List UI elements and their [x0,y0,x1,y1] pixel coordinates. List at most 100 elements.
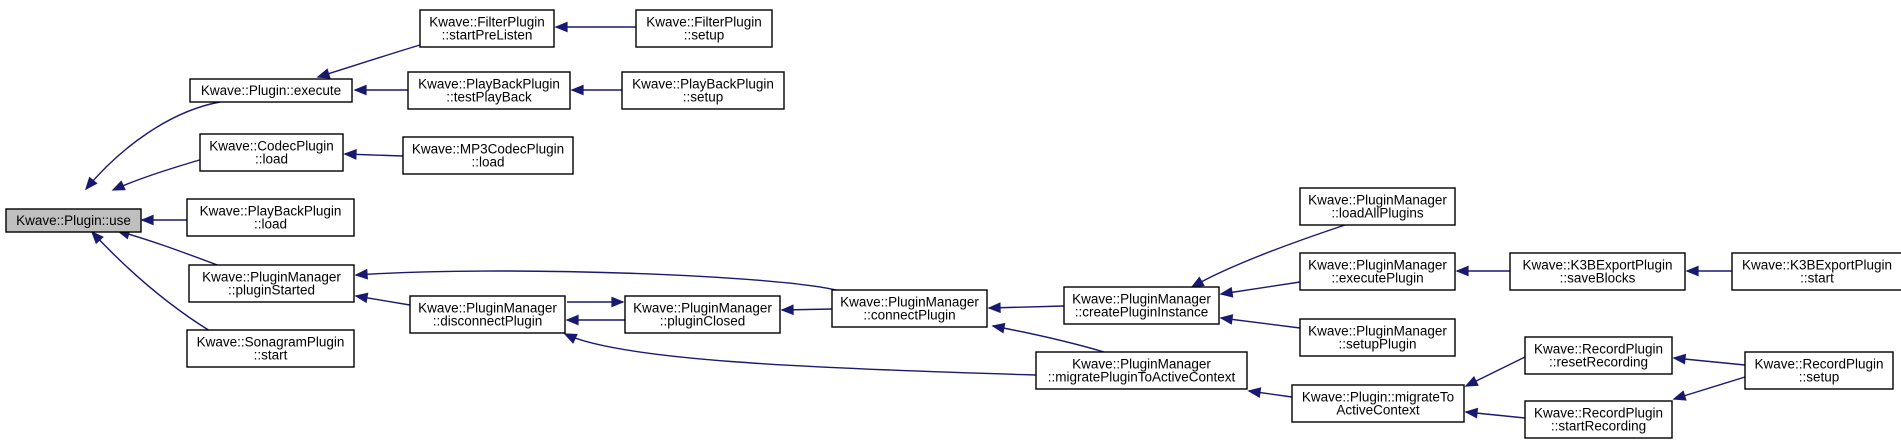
arrow-head [1190,276,1205,288]
node-box [1744,351,1894,390]
node-label-line: ::setup [1799,370,1840,385]
node-filter_startPreListen[interactable]: Kwave::FilterPlugin::startPreListen [419,9,555,48]
node-label-line: ::load [255,152,288,167]
node-box [189,78,353,103]
node-pm_pluginClosed[interactable]: Kwave::PluginManager::pluginClosed [624,295,781,334]
node-pm_loadAllPlugins[interactable]: Kwave::PluginManager::loadAllPlugins [1299,187,1456,226]
node-pm_executePlugin[interactable]: Kwave::PluginManager::executePlugin [1299,252,1456,291]
node-filter_setup[interactable]: Kwave::FilterPlugin::setup [635,9,773,48]
node-playback_testPlayBack[interactable]: Kwave::PlayBackPlugin::testPlayBack [407,71,571,110]
node-label-line: ::createPluginInstance [1075,305,1209,320]
node-sonagram_start[interactable]: Kwave::SonagramPlugin::start [186,329,355,368]
node-label-line: ::start [254,348,288,363]
arrow-head [565,314,579,326]
node-label-line: ::resetRecording [1549,355,1648,370]
node-pm_createPluginInstance[interactable]: Kwave::PluginManager::createPluginInstan… [1063,286,1220,325]
edge-pm_migratePluginToActiveContext-to-pm_connectPlugin [991,322,1105,353]
edge-pm_disconnectPlugin-to-pm_pluginStarted [354,292,411,306]
node-label-line: Kwave::FilterPlugin [646,15,762,30]
node-label-line: ::connectPlugin [863,308,955,323]
edge-mp3_load-to-codec_load [343,149,404,160]
node-box [419,9,555,48]
node-pm_setupPlugin[interactable]: Kwave::PluginManager::setupPlugin [1299,318,1456,357]
arrow-head [1455,265,1469,277]
edge-pm_connectPlugin-to-pm_pluginStarted [354,268,841,292]
arrow-head [140,214,154,226]
edge-pm_setupPlugin-to-pm_createPluginInstance [1219,314,1301,329]
node-label-line: Kwave::PlayBackPlugin [200,204,342,219]
edge-plugin_migrateToActiveContext-to-pm_migratePluginToActiveContext [1247,387,1293,398]
node-box [1524,336,1673,375]
node-box [635,9,773,48]
node-box [1299,252,1456,291]
edge-pm_createPluginInstance-to-pm_connectPlugin [987,302,1065,314]
edge-line [1673,357,1746,366]
arrow-head [343,149,357,160]
edge-playback_setup-to-playback_testPlayBack [570,84,622,96]
node-pm_connectPlugin[interactable]: Kwave::PluginManager::connectPlugin [831,289,988,328]
node-label-line: Kwave::RecordPlugin [1534,406,1663,421]
node-label-line: ::executePlugin [1331,271,1423,286]
edge-playback_testPlayBack-to-plugin_execute [353,84,408,96]
node-record_setup[interactable]: Kwave::RecordPlugin::setup [1744,351,1894,390]
node-k3b_start[interactable]: Kwave::K3BExportPlugin::start [1731,252,1901,291]
arrow-head [1464,376,1479,387]
node-label-line: ::loadAllPlugins [1331,206,1424,221]
node-pm_disconnectPlugin[interactable]: Kwave::PluginManager::disconnectPlugin [409,295,566,334]
node-playback_load[interactable]: Kwave::PlayBackPlugin::load [186,198,355,237]
edge-line [1220,281,1301,295]
arrow-head [90,230,104,245]
node-label-line: ::start [1800,271,1834,286]
node-label-line: Kwave::PlayBackPlugin [418,77,560,92]
arrow-head [1685,265,1699,277]
arrow-head [1464,407,1479,419]
edge-pm_loadAllPlugins-to-pm_createPluginInstance [1190,224,1346,288]
node-label-line: Kwave::PluginManager [1072,292,1211,307]
node-label-line: Kwave::Plugin::execute [201,83,341,98]
edge-line [564,333,1037,376]
edge-line [1191,224,1346,288]
arrow-head [1247,387,1262,398]
edge-codec_load-to-plugin_use [111,155,214,191]
node-label-line: Kwave::Plugin::migrateTo [1302,390,1454,405]
edge-line [355,270,841,292]
node-plugin_use[interactable]: Kwave::Plugin::use [5,208,142,233]
node-box [1524,400,1673,439]
node-box [186,329,355,368]
edge-pm_disconnectPlugin-to-pm_pluginClosed [567,296,625,308]
edge-record_setup-to-record_startRecording [1672,376,1746,401]
node-playback_setup[interactable]: Kwave::PlayBackPlugin::setup [621,71,785,110]
arrow-head [353,84,367,96]
node-label-line: Kwave::Plugin::use [16,213,131,228]
arrow-head [1672,353,1687,365]
node-record_startRecording[interactable]: Kwave::RecordPlugin::startRecording [1524,400,1673,439]
node-label-line: ::setupPlugin [1338,337,1416,352]
arrow-head [563,333,578,344]
edge-playback_load-to-plugin_use [140,214,187,226]
node-box [188,264,355,303]
node-label-line: Kwave::PluginManager [418,301,557,316]
node-box [5,208,142,233]
node-box [1291,384,1465,423]
edge-line [988,305,1065,309]
node-label-line: ::pluginStarted [228,283,315,298]
node-plugin_execute[interactable]: Kwave::Plugin::execute [189,78,353,103]
edge-line [112,155,214,191]
node-pm_migratePluginToActiveContext[interactable]: Kwave::PluginManager::migratePluginToAct… [1035,351,1248,390]
edge-k3b_saveBlocks-to-pm_executePlugin [1455,265,1510,277]
node-box [624,295,781,334]
arrow-head [111,180,126,191]
edge-line [85,101,221,190]
edge-pm_executePlugin-to-pm_createPluginInstance [1219,281,1301,298]
node-k3b_saveBlocks[interactable]: Kwave::K3BExportPlugin::saveBlocks [1509,252,1686,291]
node-label-line: Kwave::K3BExportPlugin [1742,258,1892,273]
node-mp3_load[interactable]: Kwave::MP3CodecPlugin::load [402,136,574,175]
node-codec_load[interactable]: Kwave::CodecPlugin::load [199,133,344,172]
node-label-line: ::startPreListen [442,28,533,43]
arrow-head [987,302,1001,314]
node-record_resetRecording[interactable]: Kwave::RecordPlugin::resetRecording [1524,336,1673,375]
node-label-line: Kwave::RecordPlugin [1534,342,1663,357]
node-pm_pluginStarted[interactable]: Kwave::PluginManager::pluginStarted [188,264,355,303]
